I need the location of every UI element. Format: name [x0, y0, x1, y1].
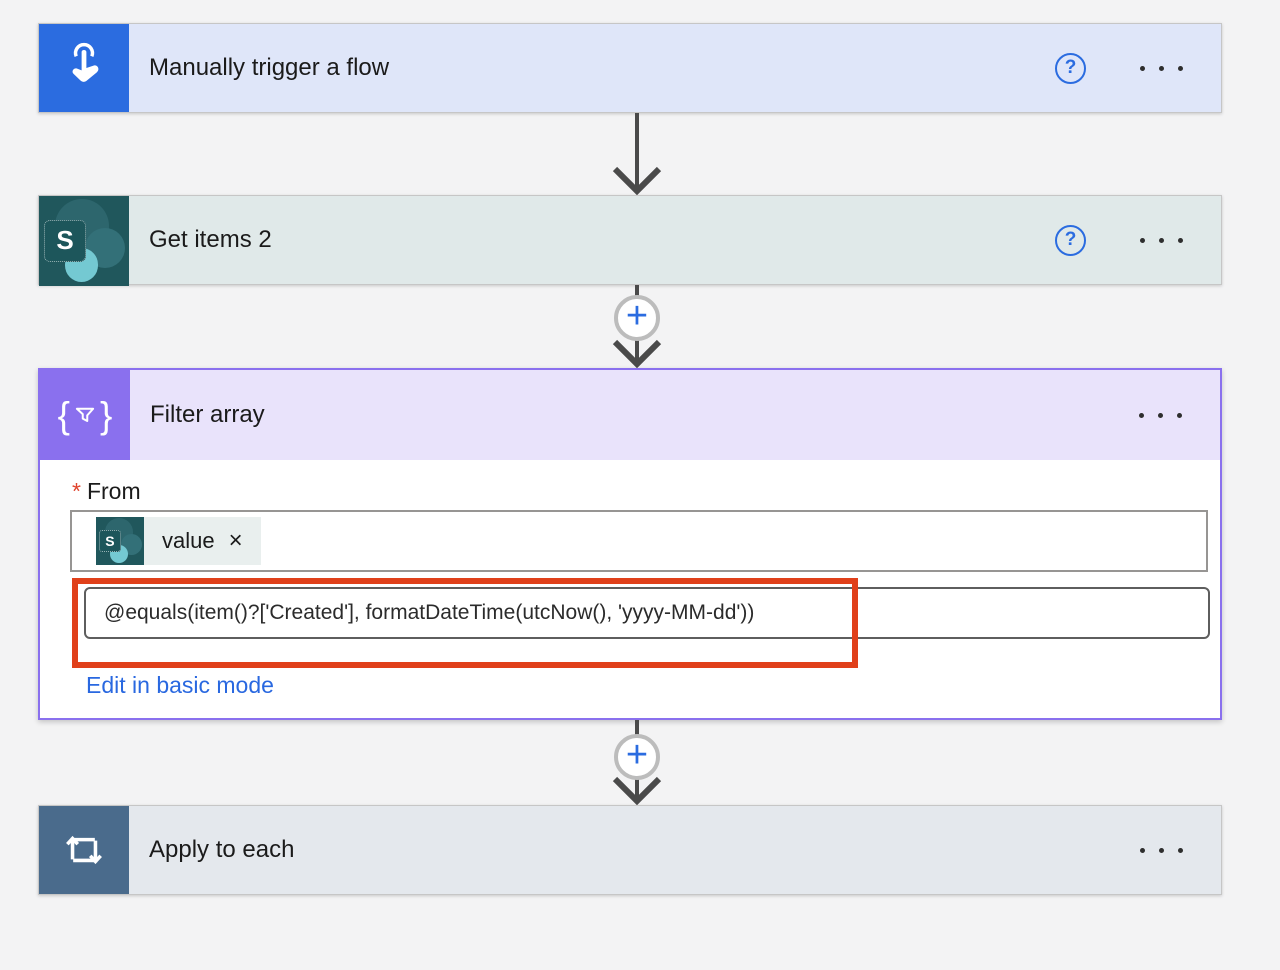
trigger-card[interactable]: Manually trigger a flow ?: [38, 23, 1222, 113]
filter-array-card: { } Filter array *From S: [38, 368, 1222, 720]
sharepoint-icon: S: [39, 196, 129, 286]
edit-basic-mode-link[interactable]: Edit in basic mode: [86, 672, 274, 698]
sharepoint-letter: S: [98, 529, 121, 553]
token-label: value: [162, 528, 215, 553]
insert-step-button[interactable]: +: [614, 295, 660, 341]
arrow-down-icon: [612, 166, 662, 195]
more-options-button[interactable]: [1138, 226, 1185, 255]
apply-to-each-icon: [39, 806, 129, 894]
from-field-input[interactable]: S value ×: [70, 510, 1208, 572]
connector-arrow: [607, 113, 667, 195]
manual-trigger-icon: [39, 24, 129, 112]
get-items-card[interactable]: S Get items 2 ?: [38, 195, 1222, 286]
filter-array-header[interactable]: { } Filter array: [40, 370, 1220, 460]
more-options-button[interactable]: [1138, 54, 1185, 83]
value-token[interactable]: S value ×: [96, 517, 261, 565]
arrow-down-icon: [612, 776, 662, 805]
help-button[interactable]: ?: [1055, 52, 1086, 84]
sharepoint-letter: S: [44, 220, 86, 262]
help-button[interactable]: ?: [1055, 224, 1086, 256]
more-options-button[interactable]: [1137, 401, 1184, 430]
arrow-down-icon: [612, 339, 662, 368]
more-options-button[interactable]: [1138, 836, 1185, 865]
card-title: Filter array: [150, 401, 265, 428]
filter-expression-input[interactable]: @equals(item()?['Created'], formatDateTi…: [84, 587, 1210, 639]
funnel-icon: [75, 407, 95, 422]
card-title: Apply to each: [149, 836, 295, 863]
from-field-label: *From: [72, 478, 141, 504]
connector-arrow: +: [607, 285, 667, 368]
card-title: Manually trigger a flow: [149, 54, 390, 81]
filter-expression-text: @equals(item()?['Created'], formatDateTi…: [104, 601, 755, 624]
card-title: Get items 2: [149, 226, 272, 253]
insert-step-button[interactable]: +: [614, 734, 660, 780]
touch-icon: [72, 42, 99, 82]
apply-to-each-card[interactable]: Apply to each: [38, 805, 1222, 895]
sharepoint-icon: S: [96, 517, 144, 565]
filter-array-icon: { }: [40, 370, 130, 460]
loop-icon: [66, 835, 102, 865]
filter-icon: { }: [57, 394, 113, 436]
remove-token-button[interactable]: ×: [228, 527, 243, 554]
connector-arrow: +: [607, 720, 667, 805]
required-marker: *: [72, 478, 81, 504]
